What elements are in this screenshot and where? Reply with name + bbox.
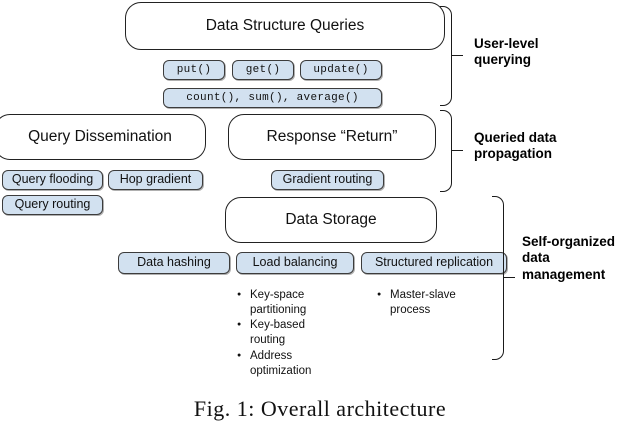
group-label-self-organized-data-management: Self-organized data management xyxy=(522,234,640,283)
box-query-dissemination: Query Dissemination xyxy=(0,114,206,160)
box-label: count(), sum(), average() xyxy=(186,91,359,104)
box-api-update: update() xyxy=(300,60,382,80)
box-gradient-routing: Gradient routing xyxy=(271,170,384,190)
group-label-line: data xyxy=(522,250,550,266)
box-label: put() xyxy=(176,63,212,76)
box-label: update() xyxy=(313,63,369,76)
group-label-queried-data-propagation: Queried data propagation xyxy=(474,130,629,163)
box-response-return: Response “Return” xyxy=(228,114,436,160)
list-item: Address optimization xyxy=(237,349,325,378)
group-label-user-level-querying: User-level querying xyxy=(474,36,624,69)
box-api-get: get() xyxy=(232,60,294,80)
list-item: Master-slave process xyxy=(377,288,473,317)
box-label: Data hashing xyxy=(137,255,211,270)
group-label-line: Queried data xyxy=(474,130,557,145)
box-query-flooding: Query flooding xyxy=(2,170,103,190)
bracket-self-organized xyxy=(492,196,504,360)
box-label: Query flooding xyxy=(11,172,94,187)
bracket-queried-data xyxy=(440,110,452,192)
box-load-balancing: Load balancing xyxy=(236,252,354,274)
box-data-storage: Data Storage xyxy=(225,197,437,243)
group-label-line: User-level xyxy=(474,36,539,51)
box-api-put: put() xyxy=(163,60,225,80)
box-label: Response “Return” xyxy=(266,128,398,146)
group-label-line: management xyxy=(522,266,606,282)
box-label: Load balancing xyxy=(252,255,338,270)
box-label: Data Storage xyxy=(285,211,377,229)
box-label: Hop gradient xyxy=(119,172,192,187)
box-label: Query Dissemination xyxy=(28,128,172,146)
list-item: Key-based routing xyxy=(237,318,325,347)
box-api-aggregates: count(), sum(), average() xyxy=(163,88,382,108)
box-query-routing: Query routing xyxy=(2,195,103,215)
box-label: Structured replication xyxy=(374,255,494,270)
box-label: Query routing xyxy=(14,197,91,212)
box-structured-replication: Structured replication xyxy=(361,252,507,274)
group-label-line: propagation xyxy=(474,146,552,162)
box-label: Gradient routing xyxy=(282,172,373,187)
bracket-user-level xyxy=(440,6,452,106)
bullet-list-right: Master-slave process xyxy=(377,288,473,318)
bracket-tick-queried-data xyxy=(452,150,463,152)
figure-caption: Fig. 1: Overall architecture xyxy=(193,396,447,421)
box-hop-gradient: Hop gradient xyxy=(108,170,203,190)
box-label: Data Structure Queries xyxy=(205,17,365,35)
box-data-hashing: Data hashing xyxy=(118,252,230,274)
box-data-structure-queries: Data Structure Queries xyxy=(125,2,445,50)
bullet-list-left: Key-space partitioning Key-based routing… xyxy=(237,288,325,379)
list-item: Key-space partitioning xyxy=(237,288,325,317)
box-label: get() xyxy=(245,63,281,76)
bracket-tick-user-level xyxy=(452,55,463,57)
bracket-tick-self-organized xyxy=(504,277,515,279)
group-label-line: Self-organized xyxy=(522,234,616,249)
group-label-line: querying xyxy=(474,52,532,68)
